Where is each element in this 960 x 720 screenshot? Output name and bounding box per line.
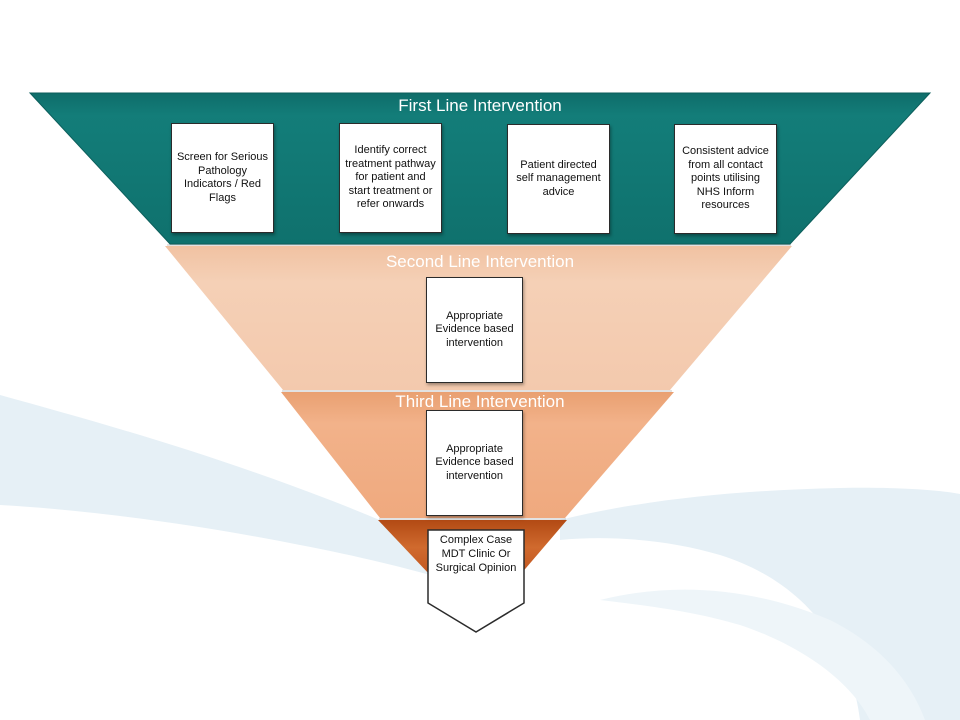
tier-1-box-self-management: Patient directed self management advice — [507, 124, 610, 234]
tier-1-box-consistent-advice: Consistent advice from all contact point… — [674, 124, 777, 234]
tier-2-title: Second Line Intervention — [385, 252, 575, 271]
tier-1-box-red-flags: Screen for Serious Pathology Indicators … — [171, 123, 274, 233]
final-box-shape — [427, 529, 525, 633]
tier-1-box-treatment-pathway: Identify correct treatment pathway for p… — [339, 123, 442, 233]
tier-3-title: Third Line Intervention — [395, 392, 565, 411]
background-wave-left — [0, 395, 520, 600]
tier-3-box-intervention: Appropriate Evidence based intervention — [426, 410, 523, 516]
tier-1-title: First Line Intervention — [398, 96, 562, 115]
final-box-text: Complex Case MDT Clinic Or Surgical Opin… — [435, 534, 517, 574]
background-wave-bottom — [600, 589, 925, 720]
tier-2-box-intervention: Appropriate Evidence based intervention — [426, 277, 523, 383]
